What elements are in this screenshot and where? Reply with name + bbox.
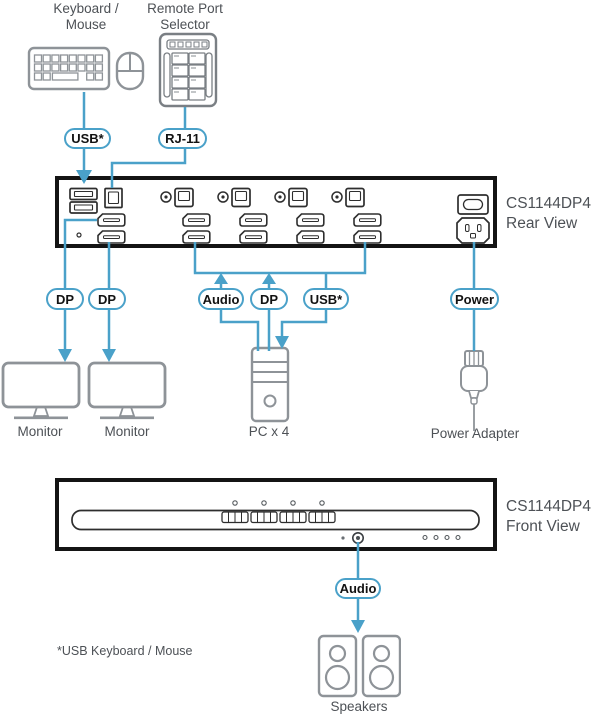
power-plug-icon [460,350,488,431]
led-indicators-top [232,500,325,506]
displayport-port [353,230,382,244]
wire-usb-pc [280,308,328,338]
dp-pc-pill: DP [250,288,288,310]
displayport-port [353,213,382,227]
usb-b-port [174,187,194,208]
monitor2-label: Monitor [104,424,150,439]
keyboard-mouse-label: Keyboard / Mouse [34,1,138,32]
front-view-label: CS1144DP4 Front View [506,497,591,537]
mic-hole [341,536,345,540]
wire-audio-pc [219,308,260,351]
arrow-into-speakers [351,620,365,633]
kvm-group-1 [160,187,211,244]
keyboard-mouse-label-line1: Keyboard / [53,1,119,16]
displayport-port [182,230,211,244]
kvm-group-4 [331,187,382,244]
displayport-port [182,213,211,227]
front-panel-detail [71,500,480,544]
usb-console-ports [69,187,98,214]
monitor1-label: Monitor [17,424,63,439]
usb-b-port [345,187,365,208]
rear-view-model: CS1144DP4 [506,195,592,212]
keyboard-icon [27,46,111,91]
rear-panel-ports [69,187,490,244]
led-indicators-bottom [422,534,461,541]
front-view-model: CS1144DP4 [506,498,592,515]
arrow-audio-up [214,273,228,284]
displayport-port [296,213,325,227]
power-pill: Power [450,288,499,310]
usb-pc-pill: USB* [303,288,349,310]
monitor-icon [1,361,81,420]
monitor-icon [87,361,167,420]
audio-pc-pill: Audio [198,288,244,310]
pc-label: PC x 4 [248,424,290,439]
front-view-name: Front View [506,518,580,535]
speakers-label: Speakers [330,699,388,714]
port-select-buttons [171,52,206,101]
audio-speakers-pill: Audio [335,578,381,599]
kvm-group-3 [274,187,325,244]
rear-panel [55,176,497,248]
kvm-group-2 [217,187,268,244]
front-audio-jack [351,531,364,544]
mouse-icon [115,51,145,91]
front-panel [55,478,497,551]
dp-monitor2-pill: DP [88,288,126,310]
power-switch [457,194,489,215]
speakers-icon [317,634,401,698]
keyboard-mouse-label-line2: Mouse [65,16,107,32]
remote-port-selector-icon [158,32,218,108]
screw-hole [76,232,82,238]
remote-port-selector-label-line1: Remote Port [147,1,223,16]
displayport-port [296,230,325,244]
remote-port-selector-label: Remote Port Selector [133,1,237,32]
displayport-port [239,230,268,244]
rj11-pill: RJ-11 [158,128,207,149]
arrow-dp-up [262,273,276,284]
power-adapter-label: Power Adapter [430,426,520,441]
usb-b-port [231,187,251,208]
displayport-port [239,213,268,227]
usb-console-pill: USB* [64,128,111,149]
dp-monitor1-pill: DP [46,288,84,310]
rear-view-name: Rear View [506,215,578,232]
footnote: *USB Keyboard / Mouse [57,644,193,658]
console-dp-port-1 [97,213,126,227]
rear-view-label: CS1144DP4 Rear View [506,194,591,234]
pc-tower-icon [250,346,290,423]
rj11-port [104,187,123,209]
usb-b-port [288,187,308,208]
remote-port-selector-label-line2: Selector [160,16,210,32]
power-inlet [456,217,490,244]
console-dp-port-2 [97,230,126,244]
